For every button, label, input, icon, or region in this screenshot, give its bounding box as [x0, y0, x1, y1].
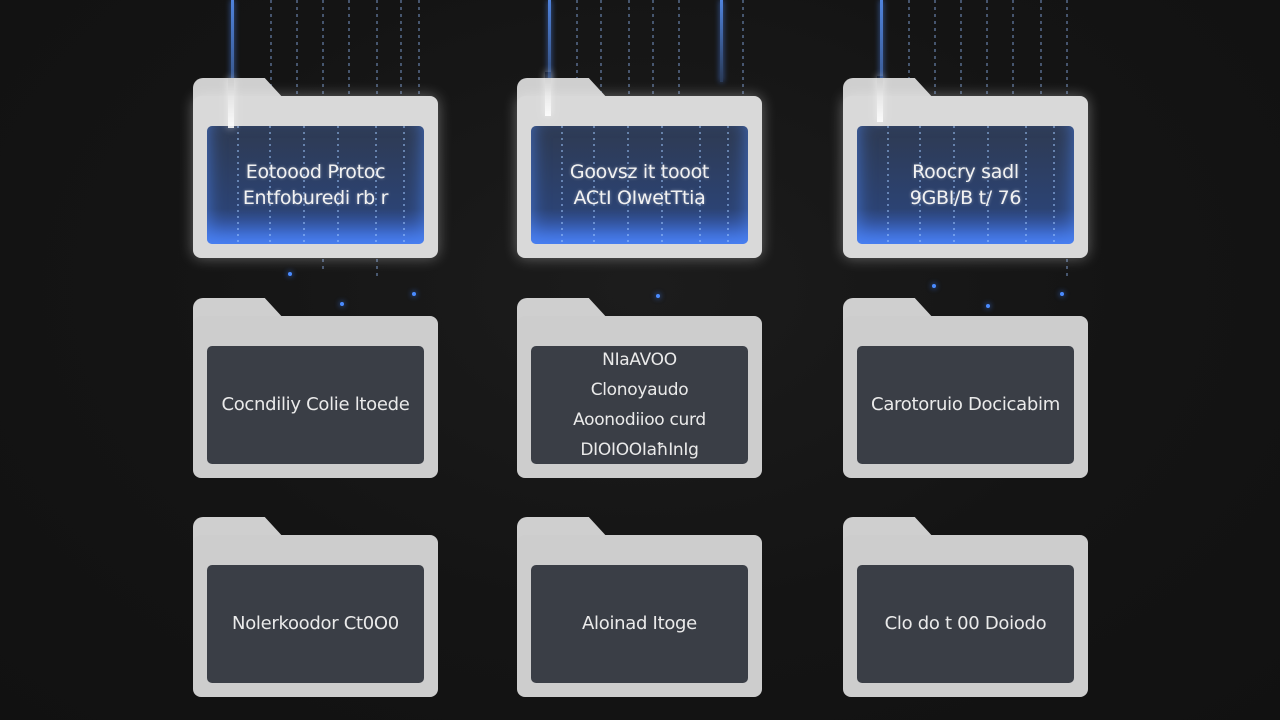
folder-body: Clo do t 00 Doiodo [843, 535, 1088, 697]
data-stream [661, 126, 663, 244]
data-stream [337, 126, 339, 244]
folder-label-line: Aoonodiioo curd [573, 410, 706, 430]
glow-dot [1060, 292, 1064, 296]
glow-dot [288, 272, 292, 276]
folder-label-panel: Carotoruio Docicabim [857, 346, 1074, 464]
folder-icon[interactable]: Carotoruio Docicabim [843, 298, 1088, 478]
folder-body: Nolerkoodor Ct0O0 [193, 535, 438, 697]
glow-dot [932, 284, 936, 288]
folder-label-line: Carotoruio Docicabim [871, 394, 1060, 415]
data-stream [987, 126, 989, 244]
data-stream [919, 126, 921, 244]
data-stream [237, 126, 239, 244]
data-stream [720, 0, 723, 82]
data-stream [1053, 126, 1055, 244]
folder-label-line: Roocry sadl [912, 161, 1019, 183]
folder-label-line: Entfoburedi rb r [242, 187, 389, 209]
folder-body: Carotoruio Docicabim [843, 316, 1088, 478]
data-stream [403, 126, 405, 244]
folder-label-panel: Roocry sadl 9GBI/B t/ 76 [857, 126, 1074, 244]
folder-label-line: NIaAVOO [602, 350, 677, 370]
folder-icon[interactable]: Roocry sadl 9GBI/B t/ 76 [843, 78, 1088, 258]
folder-body: Roocry sadl 9GBI/B t/ 76 [843, 96, 1088, 258]
folder-label-line: ACtI OIwetTtia [573, 187, 706, 209]
folder-label-line: Goovsz it tooot [569, 161, 710, 183]
glow-dot [412, 292, 416, 296]
folder-body: Aloinad Itoge [517, 535, 762, 697]
folder-label-line: 9GBI/B t/ 76 [909, 187, 1022, 209]
data-stream [375, 126, 377, 244]
folder-label-line: Clonoyaudo [590, 380, 689, 400]
folder-label-panel: Clo do t 00 Doiodo [857, 565, 1074, 683]
folder-label-line: Nolerkoodor Ct0O0 [232, 613, 399, 634]
folder-label-panel: Nolerkoodor Ct0O0 [207, 565, 424, 683]
folder-label-line: Aloinad Itoge [582, 613, 697, 634]
folder-label-line: DIOIOOIaħInIg [580, 440, 699, 460]
data-stream [303, 126, 305, 244]
folder-label-line: Clo do t 00 Doiodo [884, 613, 1047, 634]
data-stream [627, 126, 629, 244]
folder-icon[interactable]: Cocndiliy Colie ltoede [193, 298, 438, 478]
data-stream [593, 126, 595, 244]
folder-label-line: Eotoood Protoc [245, 161, 386, 183]
data-stream [727, 126, 729, 244]
folder-label-panel: Cocndiliy Colie ltoede [207, 346, 424, 464]
data-stream [269, 126, 271, 244]
folder-label-panel: Aloinad Itoge [531, 565, 748, 683]
folder-icon[interactable]: Aloinad Itoge [517, 517, 762, 697]
folder-label-line: Cocndiliy Colie ltoede [221, 394, 410, 415]
data-stream [1025, 126, 1027, 244]
folder-icon[interactable]: Nolerkoodor Ct0O0 [193, 517, 438, 697]
data-stream [699, 126, 701, 244]
folder-icon[interactable]: Clo do t 00 Doiodo [843, 517, 1088, 697]
data-stream [953, 126, 955, 244]
data-stream [887, 126, 889, 244]
data-stream [561, 126, 563, 244]
folder-body: Cocndiliy Colie ltoede [193, 316, 438, 478]
